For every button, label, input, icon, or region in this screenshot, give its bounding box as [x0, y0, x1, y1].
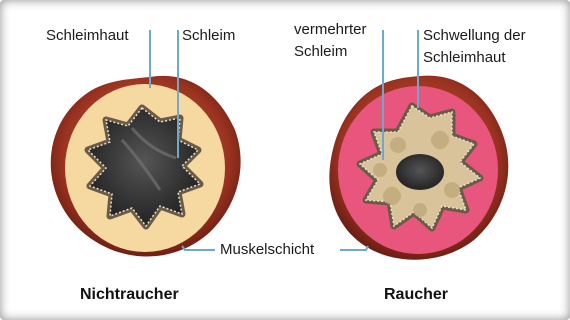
leader-muskelschicht-right	[340, 246, 368, 250]
label-schwellung: Schwellung der	[423, 26, 526, 46]
caption-nichtraucher: Nichtraucher	[80, 286, 179, 304]
label-vermehrter-schleim: Schleim	[294, 42, 347, 62]
label-schwellung-schleimhaut: Schleimhaut	[423, 48, 506, 68]
label-schleim: Schleim	[182, 26, 235, 46]
label-muskelschicht: Muskelschicht	[220, 240, 314, 260]
non-smoker-airway	[51, 76, 241, 257]
smoker-narrowed-lumen	[396, 154, 444, 190]
label-schleimhaut: Schleimhaut	[46, 26, 129, 46]
caption-raucher: Raucher	[384, 286, 448, 304]
label-vermehrter: vermehrter	[294, 20, 367, 40]
